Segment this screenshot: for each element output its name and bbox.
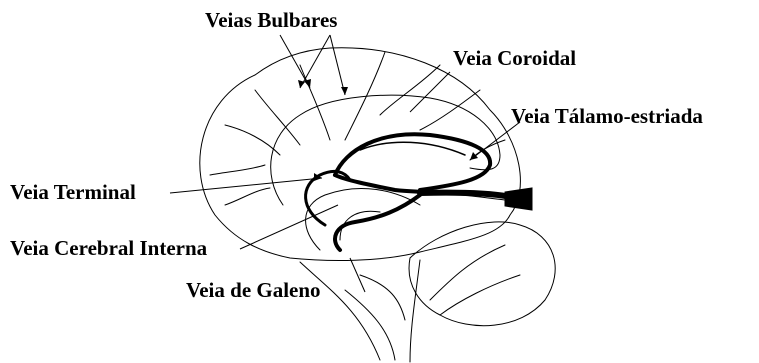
arrow-bulbar-3 [341, 87, 348, 95]
label-veias-bulbares: Veias Bulbares [205, 10, 337, 31]
sinus-rectus [420, 193, 515, 198]
label-veia-coroidal: Veia Coroidal [453, 48, 576, 69]
arrow-bulbar-1 [304, 79, 311, 88]
label-veia-terminal: Veia Terminal [10, 182, 136, 203]
cerebellum-outline [409, 222, 555, 326]
vein-coroidal [360, 142, 465, 155]
arrow-talamo [470, 152, 478, 160]
label-veia-talamo-estriada: Veia Tálamo-estriada [511, 106, 703, 127]
label-veia-cerebral-interna: Veia Cerebral Interna [10, 238, 207, 259]
label-veia-de-galeno: Veia de Galeno [186, 280, 321, 301]
sinus-end [505, 188, 532, 210]
vein-galeno [335, 195, 420, 250]
